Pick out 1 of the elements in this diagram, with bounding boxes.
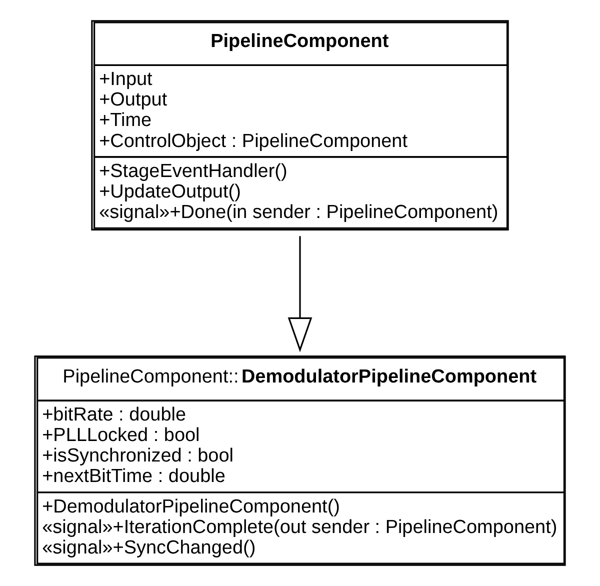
- arrow: [288, 236, 312, 352]
